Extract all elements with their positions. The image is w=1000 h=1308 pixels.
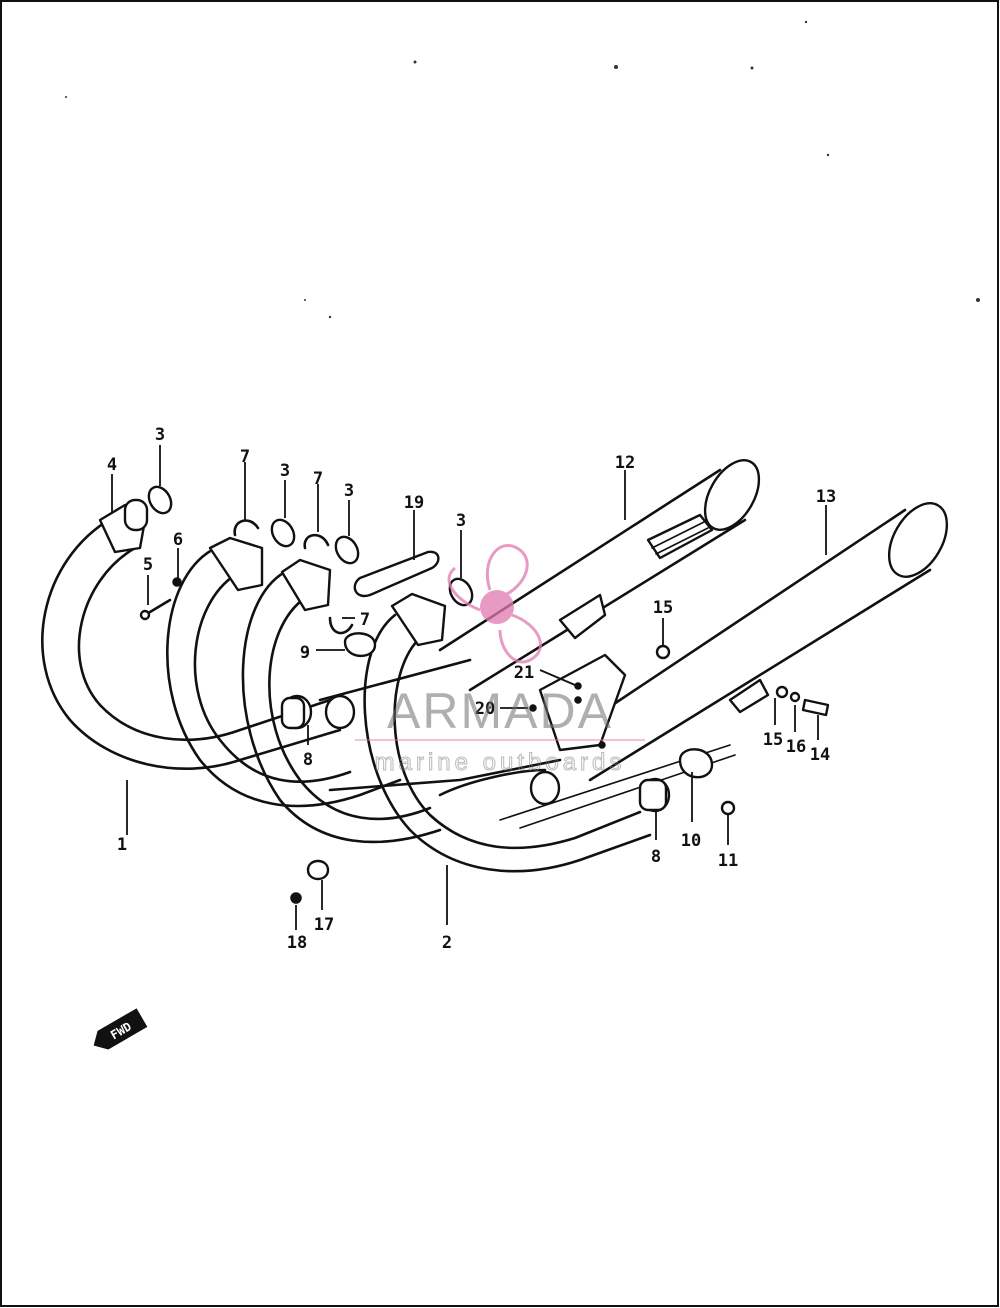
callout-17: 17 xyxy=(314,915,334,935)
heat-shield-19 xyxy=(353,550,440,598)
callout-16: 16 xyxy=(786,737,806,757)
callout-19: 19 xyxy=(404,493,424,513)
callout-3-c: 3 xyxy=(344,481,354,501)
watermark-tagline: marine outboards xyxy=(375,749,626,776)
joints xyxy=(280,632,714,813)
callout-2: 2 xyxy=(442,933,452,953)
callout-9: 9 xyxy=(300,643,310,663)
callout-10: 10 xyxy=(681,831,701,851)
watermark-brand: ARMADA xyxy=(387,683,613,739)
callout-3-b: 3 xyxy=(280,461,290,481)
callout-8-b: 8 xyxy=(651,847,661,867)
clamps-7 xyxy=(233,519,354,635)
callout-3-d: 3 xyxy=(456,511,466,531)
leader-lines xyxy=(111,445,827,930)
callout-6: 6 xyxy=(173,530,183,550)
callout-12: 12 xyxy=(615,453,635,473)
scan-specks xyxy=(65,20,980,319)
callout-5: 5 xyxy=(143,555,153,575)
callout-18: 18 xyxy=(287,933,307,953)
callout-15-b: 15 xyxy=(763,730,783,750)
callout-14: 14 xyxy=(810,745,830,765)
callout-labels: 1 2 3 3 3 3 4 5 6 7 7 7 8 8 9 10 11 12 1… xyxy=(107,425,836,953)
fasteners xyxy=(139,577,830,904)
callout-1: 1 xyxy=(117,835,127,855)
callout-13: 13 xyxy=(816,487,836,507)
propeller-logo xyxy=(447,544,542,664)
callout-7-c: 7 xyxy=(360,610,370,630)
callout-11: 11 xyxy=(718,851,738,871)
callout-7-b: 7 xyxy=(313,469,323,489)
exhaust-pipe-third xyxy=(241,558,442,844)
callout-4: 4 xyxy=(107,455,117,475)
callout-8-a: 8 xyxy=(303,750,313,770)
callout-21: 21 xyxy=(514,663,534,683)
gaskets-3 xyxy=(147,485,474,607)
callout-15-a: 15 xyxy=(653,598,673,618)
callout-7-a: 7 xyxy=(240,447,250,467)
callout-3-a: 3 xyxy=(155,425,165,445)
armada-watermark: ARMADA marine outboards xyxy=(355,544,645,777)
exhaust-pipe-1 xyxy=(41,498,342,770)
callout-20: 20 xyxy=(475,699,495,719)
muffler-13 xyxy=(558,502,949,782)
fwd-direction-arrow: FWD xyxy=(93,1008,148,1050)
exhaust-pipe-second xyxy=(166,536,402,808)
exhaust-pipe-2 xyxy=(363,592,652,873)
